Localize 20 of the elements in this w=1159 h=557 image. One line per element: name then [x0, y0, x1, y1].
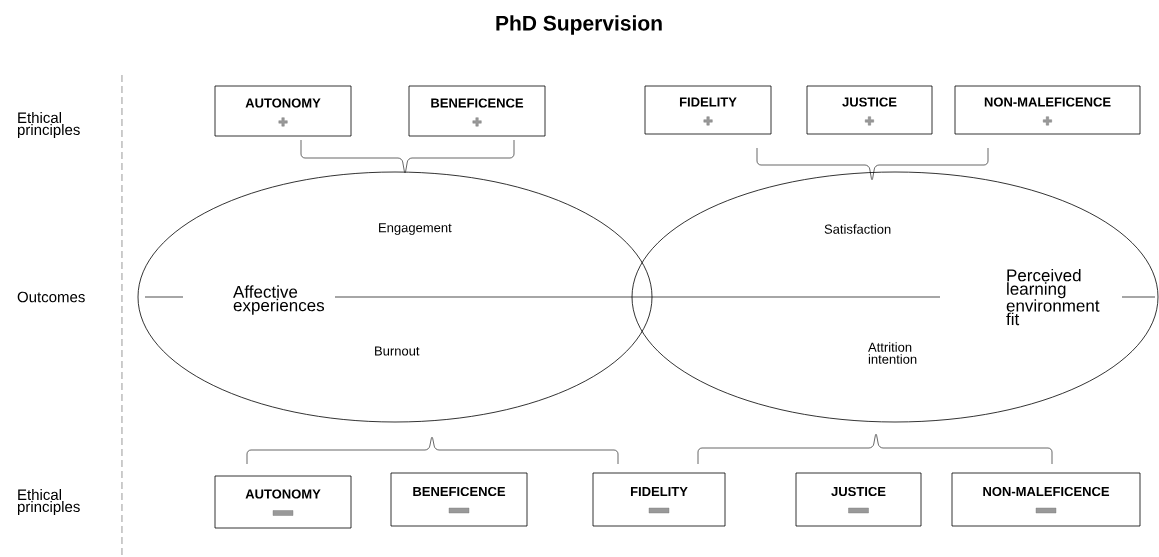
outcome-text: Satisfaction	[824, 224, 891, 234]
title: PhD Supervision	[496, 15, 662, 35]
outcome-text: Perceived learning environment fit	[1006, 268, 1100, 326]
outcome-text: Affective experiences	[233, 285, 325, 315]
principle-box: FIDELITY	[592, 472, 726, 527]
principle-box: BENEFICENCE	[390, 472, 528, 527]
principle-box: NON-MALEFICENCE	[954, 85, 1141, 135]
row-label: Ethical principles	[17, 489, 80, 515]
principle-box: JUSTICE	[795, 472, 922, 527]
row-label: Ethical principles	[17, 112, 80, 138]
principle-box: AUTONOMY	[214, 85, 352, 137]
principle-box: FIDELITY	[644, 85, 772, 135]
outcome-text: Burnout	[375, 346, 420, 356]
principle-box: AUTONOMY	[214, 475, 352, 529]
outcome-text: Engagement	[379, 223, 452, 235]
principle-box: NON-MALEFICENCE	[951, 472, 1141, 527]
principle-box: BENEFICENCE	[408, 85, 546, 137]
row-label: Outcomes	[17, 291, 85, 303]
outcome-text: Attrition intention	[868, 342, 917, 364]
principle-box: JUSTICE	[806, 85, 933, 135]
